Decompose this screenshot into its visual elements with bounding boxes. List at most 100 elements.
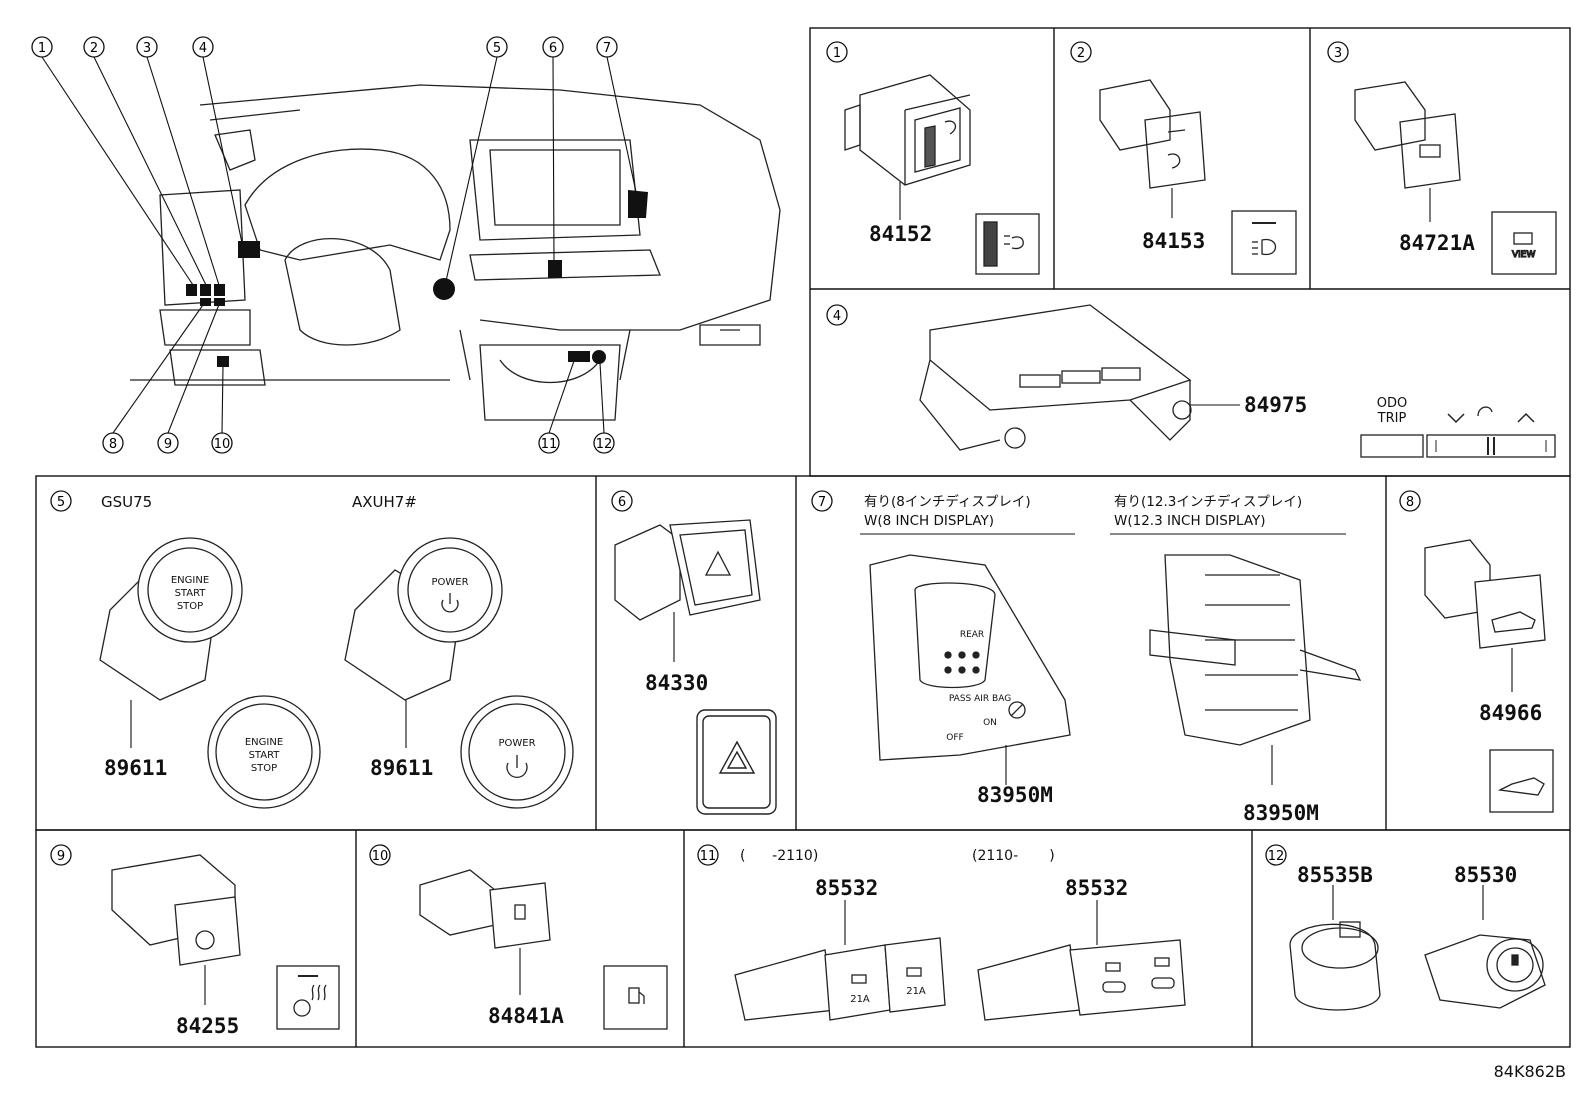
part-number-84721A[interactable]: 84721A [1399, 231, 1475, 255]
svg-text:ENGINE: ENGINE [171, 575, 209, 586]
callout-2[interactable]: 2 [83, 36, 105, 58]
variant-gsu75: GSU75 [101, 493, 152, 511]
svg-text:11: 11 [700, 849, 717, 864]
svg-text:1: 1 [38, 41, 46, 56]
panel-badge-9: 9 [50, 844, 72, 866]
part-number-83950M-12inch[interactable]: 83950M [1243, 801, 1319, 825]
callout-7[interactable]: 7 [596, 36, 618, 58]
odo-trip-legend: ODO TRIP [1360, 396, 1556, 458]
svg-text:7: 7 [603, 41, 611, 56]
svg-text:5: 5 [57, 495, 65, 510]
callout-6[interactable]: 6 [542, 36, 564, 58]
part-number-84966[interactable]: 84966 [1479, 701, 1542, 725]
panel-grid [35, 27, 1571, 1048]
callout-10[interactable]: 10 [211, 432, 233, 454]
part-number-84330[interactable]: 84330 [645, 671, 708, 695]
svg-text:10: 10 [372, 849, 389, 864]
dashboard-overview [130, 84, 781, 421]
svg-text:2: 2 [90, 41, 98, 56]
callout-11[interactable]: 11 [538, 432, 560, 454]
range-early: ( -2110) [740, 848, 818, 864]
svg-text:3: 3 [143, 41, 151, 56]
callout-12[interactable]: 12 [593, 432, 615, 454]
svg-text:TRIP: TRIP [1377, 411, 1407, 426]
usb-port-early-drawing [734, 937, 946, 1021]
svg-text:9: 9 [164, 437, 172, 452]
diagram-code: 84K862B [1493, 1062, 1566, 1081]
svg-text:6: 6 [549, 41, 557, 56]
part-number-85532-late[interactable]: 85532 [1065, 876, 1128, 900]
part-84841A-drawing [419, 869, 551, 949]
panel-badge-7: 7 [811, 490, 833, 512]
svg-text:7: 7 [818, 495, 826, 510]
callout-9[interactable]: 9 [157, 432, 179, 454]
part-84330-drawing [614, 519, 761, 621]
part-number-89611-axuh7[interactable]: 89611 [370, 756, 433, 780]
panel-4: 4 84975 ODO TRIP [826, 304, 1556, 458]
svg-text:9: 9 [57, 849, 65, 864]
panel-badge-11: 11 [697, 844, 719, 866]
panel-badge-8: 8 [1399, 490, 1421, 512]
svg-text:PASS AIR BAG: PASS AIR BAG [949, 694, 1011, 704]
panel-badge-12: 12 [1265, 844, 1287, 866]
engine-start-switch-drawing [99, 537, 243, 701]
callout-3[interactable]: 3 [136, 36, 158, 58]
part-number-83950M-8inch[interactable]: 83950M [977, 783, 1053, 807]
variant-axuh7: AXUH7# [352, 493, 417, 511]
svg-text:5: 5 [493, 41, 501, 56]
svg-text:POWER: POWER [498, 738, 535, 749]
svg-text:3: 3 [1334, 46, 1342, 61]
svg-text:ENGINE: ENGINE [245, 737, 283, 748]
callout-1[interactable]: 1 [31, 36, 53, 58]
svg-text:4: 4 [199, 41, 207, 56]
svg-text:ON: ON [983, 718, 997, 728]
part-84966-drawing [1424, 539, 1546, 649]
svg-text:STOP: STOP [251, 763, 277, 774]
svg-text:6: 6 [618, 495, 626, 510]
heading-12inch-jp: 有り(12.3インチディスプレイ) [1114, 493, 1302, 510]
callout-5[interactable]: 5 [486, 36, 508, 58]
heading-8inch-en: W(8 INCH DISPLAY) [864, 513, 994, 529]
part-number-84255[interactable]: 84255 [176, 1014, 239, 1038]
svg-text:REAR: REAR [960, 630, 984, 640]
svg-text:START: START [175, 588, 207, 599]
heading-12inch-en: W(12.3 INCH DISPLAY) [1114, 513, 1266, 529]
hazard-warning-icon [696, 709, 777, 815]
svg-text:STOP: STOP [177, 601, 203, 612]
svg-text:21A: 21A [906, 986, 926, 997]
panel-12: 12 85535B 85530 [1265, 844, 1546, 1011]
part-number-84841A[interactable]: 84841A [488, 1004, 564, 1028]
callout-8[interactable]: 8 [102, 432, 124, 454]
part-83950M-8inch-drawing [869, 554, 1071, 761]
svg-text:POWER: POWER [431, 577, 468, 588]
panel-8: 8 84966 [1399, 490, 1554, 813]
part-number-84152[interactable]: 84152 [869, 222, 932, 246]
panel-3: 3 84721A VIEW [1327, 41, 1557, 275]
view-camera-icon: VIEW [1491, 211, 1557, 275]
overview-leaders [41, 56, 637, 434]
part-83950M-12inch-drawing [1149, 554, 1362, 746]
part-number-89611-gsu75[interactable]: 89611 [104, 756, 167, 780]
callout-4[interactable]: 4 [192, 36, 214, 58]
part-number-85532-early[interactable]: 85532 [815, 876, 878, 900]
fuel-door-icon [603, 965, 668, 1030]
heated-steering-icon [276, 965, 340, 1030]
dashboard-switch-marks [186, 190, 648, 367]
svg-text:8: 8 [109, 437, 117, 452]
part-number-84153[interactable]: 84153 [1142, 229, 1205, 253]
part-number-85530[interactable]: 85530 [1454, 863, 1517, 887]
panel-1: 1 84152 [826, 41, 1040, 275]
part-84975-drawing [919, 304, 1192, 451]
part-number-85535B[interactable]: 85535B [1297, 863, 1373, 887]
part-number-84975[interactable]: 84975 [1244, 393, 1307, 417]
panel-7: 7 有り(8インチディスプレイ) W(8 INCH DISPLAY) 有り(12… [811, 490, 1362, 825]
svg-text:4: 4 [833, 309, 841, 324]
part-84153-drawing [1099, 79, 1206, 189]
power-button-icon [460, 695, 574, 809]
part-84255-drawing [111, 854, 241, 966]
socket-85535B-drawing [1289, 921, 1381, 1011]
svg-text:12: 12 [596, 437, 613, 452]
part-84152-drawing [844, 74, 971, 186]
off-road-view-icon [1489, 749, 1554, 813]
